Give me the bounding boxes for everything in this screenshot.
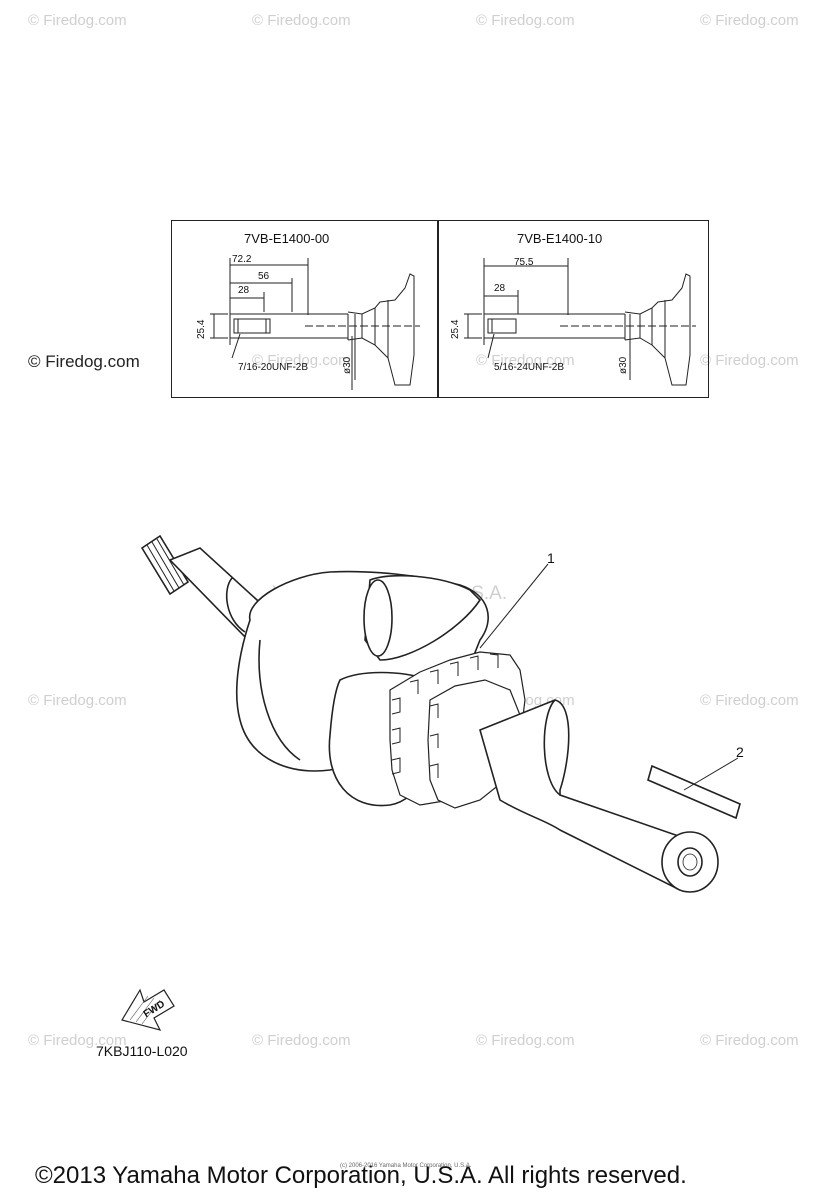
watermark: © Firedog.com: [476, 1032, 575, 1049]
watermark: © Firedog.com: [476, 352, 575, 369]
spec-right-title: 7VB-E1400-10: [517, 231, 603, 246]
figure-code: 7KBJ110-L020: [96, 1043, 188, 1059]
dim-75-5: 75.5: [514, 257, 534, 268]
crankshaft-main: [140, 534, 741, 893]
watermark: © Firedog.com: [476, 12, 575, 29]
watermark: © Firedog.com: [700, 692, 799, 709]
watermark: © Firedog.com: [28, 1032, 127, 1049]
callout-2: 2: [736, 744, 744, 760]
watermark-dark: © Firedog.com: [28, 352, 140, 371]
shaft-spec-box: 7VB-E1400-00 72.2 56 28 25.4 7/16-20UNF-…: [171, 220, 709, 398]
watermark: © Firedog.com: [28, 692, 127, 709]
thread-spec: 5/16-24UNF-2B: [494, 362, 565, 373]
spec-left-title: 7VB-E1400-00: [244, 231, 330, 246]
watermark: © Firedog.com: [252, 12, 351, 29]
watermark: © Firedog.com: [28, 12, 127, 29]
spec-divider: [437, 221, 439, 397]
watermark: © Firedog.com: [252, 1032, 351, 1049]
left-shaft-sketch: [210, 258, 420, 390]
callout-1: 1: [547, 550, 555, 566]
right-shaft-sketch: [464, 258, 696, 386]
watermark: © Firedog.com: [252, 352, 351, 369]
watermark: © Firedog.com: [700, 12, 799, 29]
callout-leader-1: [479, 563, 549, 649]
dim-28: 28: [494, 283, 506, 294]
copyright-notice: ©2013 Yamaha Motor Corporation, U.S.A. A…: [35, 1162, 687, 1189]
dim-56: 56: [258, 271, 270, 282]
fwd-arrow-icon: [121, 988, 175, 1031]
dim-28: 28: [238, 285, 250, 296]
fine-print: (c) 2006-2016 Yamaha Motor Corporation, …: [340, 1163, 472, 1169]
callout-leader-2: [683, 757, 739, 791]
watermark: © Firedog.com: [700, 352, 799, 369]
thread-spec: 7/16-20UNF-2B: [238, 362, 309, 373]
dim-72-2: 72.2: [232, 254, 252, 265]
watermark: © Firedog.com: [700, 1032, 799, 1049]
